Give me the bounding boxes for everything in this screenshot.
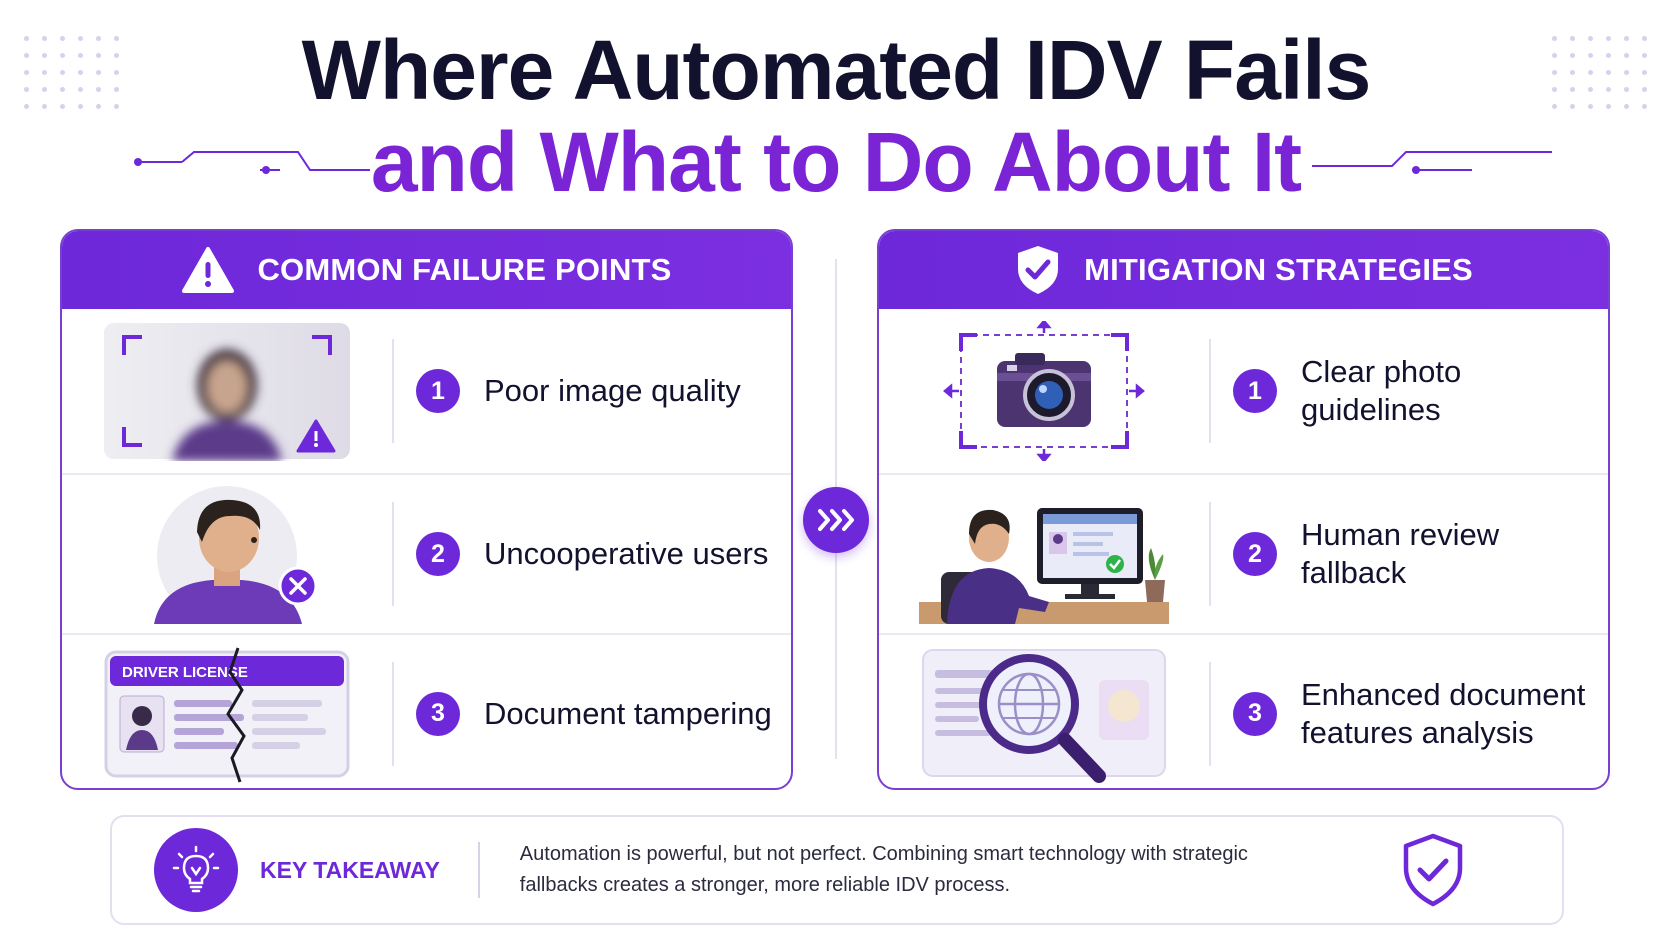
mitigation-panel-header: MITIGATION STRATEGIES (879, 231, 1608, 309)
decorative-dots-left (24, 36, 120, 109)
mitigation-panel-title: MITIGATION STRATEGIES (1084, 252, 1473, 287)
mitigation-label: Clear photo guidelines (1301, 354, 1462, 427)
number-badge: 1 (1233, 369, 1277, 413)
number-badge: 2 (416, 532, 460, 576)
page-title-line-2: and What to Do About It (370, 115, 1302, 209)
chevrons-right-icon (803, 487, 869, 553)
failure-label: Uncooperative users (484, 536, 769, 571)
shield-check-icon (1018, 246, 1059, 294)
failure-panel-header: COMMON FAILURE POINTS (62, 231, 791, 309)
circuit-line-right-icon (1312, 151, 1552, 174)
failure-item-image-quality: 1 Poor image quality (62, 309, 791, 475)
mitigation-strategies-panel: MITIGATION STRATEGIES (877, 229, 1610, 790)
human-reviewer-illustration (919, 484, 1169, 624)
failure-label: Document tampering (484, 695, 772, 731)
license-header-text: DRIVER LICENSE (122, 664, 248, 681)
decorative-dots-right (1552, 36, 1648, 109)
key-takeaway-box: KEY TAKEAWAY Automation is powerful, but… (110, 815, 1564, 925)
mitigation-label: Enhanced document features analysis (1301, 676, 1586, 750)
uncooperative-user-illustration (102, 484, 352, 626)
lightbulb-icon (154, 828, 238, 912)
torn-driver-license-illustration: DRIVER LICENSE (102, 644, 352, 784)
mitigation-item-photo-guidelines: 1 Clear photo guidelines (879, 309, 1608, 475)
failure-label: Poor image quality (484, 373, 741, 408)
magnifier-document-illustration (919, 644, 1169, 784)
failure-item-uncooperative-users: 2 Uncooperative users (62, 475, 791, 635)
key-takeaway-title: KEY TAKEAWAY (260, 856, 440, 883)
number-badge: 3 (1233, 691, 1277, 736)
number-badge: 2 (1233, 532, 1277, 576)
mitigation-label: Human review fallback (1301, 517, 1500, 590)
circuit-line-left-icon (134, 151, 370, 174)
key-takeaway-text: Automation is powerful, but not perfect.… (519, 843, 1248, 896)
camera-guidelines-illustration (919, 319, 1169, 463)
blurry-photo-illustration (102, 321, 352, 461)
number-badge: 3 (416, 691, 460, 736)
number-badge: 1 (416, 369, 460, 413)
warning-icon (182, 247, 235, 293)
mitigation-item-document-analysis: 3 Enhanced document features analysis (879, 635, 1608, 788)
mitigation-item-human-review: 2 Human review fallback (879, 475, 1608, 635)
shield-check-outline-icon (1403, 833, 1463, 907)
failure-item-document-tampering: DRIVER LICENSE 3 (62, 635, 791, 788)
common-failure-points-panel: COMMON FAILURE POINTS (60, 229, 793, 790)
page-title-line-1: Where Automated IDV Fails (301, 23, 1372, 117)
failure-panel-title: COMMON FAILURE POINTS (257, 252, 672, 287)
